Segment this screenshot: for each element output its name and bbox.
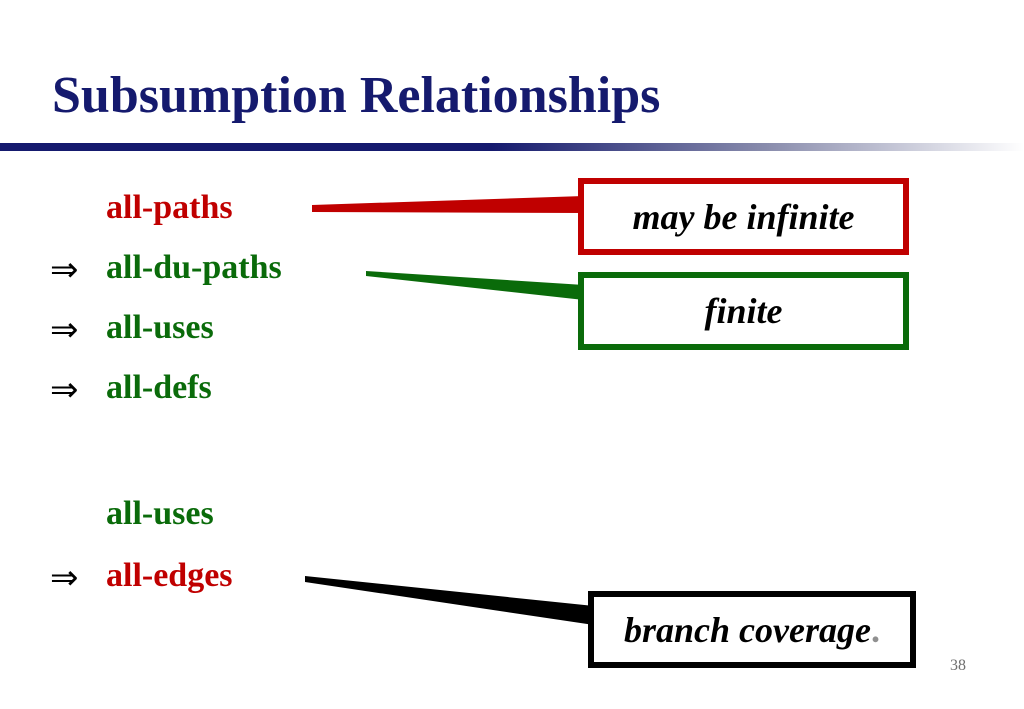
callout-finite: finite [578,272,909,350]
connector-infinite [312,196,584,213]
callout-may-be-infinite-text: may be infinite [632,196,855,237]
callout-branch-coverage: branch coverage. [588,591,916,668]
implies-arrow-4: ⇒ [50,558,79,598]
slide-title: Subsumption Relationships [52,67,661,124]
title-underline [0,143,1024,151]
implies-arrow-3: ⇒ [50,370,79,410]
chain1-item-all-uses: all-uses [106,309,214,346]
callout-branch-coverage-period: . [870,609,880,650]
chain2-item-all-edges: all-edges [106,557,233,594]
implies-arrow-1: ⇒ [50,250,79,290]
implies-arrow-2: ⇒ [50,310,79,350]
chain1-item-all-defs: all-defs [106,369,212,406]
connector-finite [366,271,584,300]
chain1-item-all-du-paths: all-du-paths [106,249,282,286]
chain2-item-all-uses: all-uses [106,495,214,532]
callout-finite-text: finite [704,291,783,331]
chain1-item-all-paths: all-paths [106,189,233,226]
connector-branch [305,576,594,625]
callout-branch-coverage-text: branch coverage [624,609,871,650]
callout-may-be-infinite: may be infinite [578,178,909,255]
page-number: 38 [950,657,966,674]
